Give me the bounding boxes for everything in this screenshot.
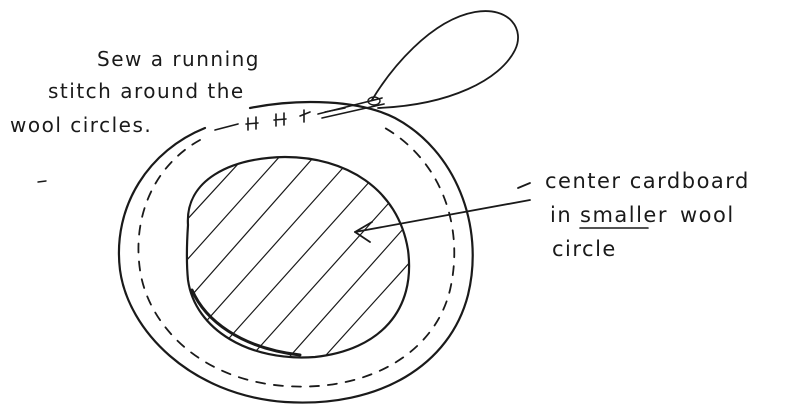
stitch-marks [215, 108, 345, 130]
stray-dash [38, 181, 46, 182]
cardboard-hatching [150, 140, 450, 405]
thread-loop [372, 11, 518, 108]
cardboard-circle [187, 157, 409, 358]
stitch-label-line-3: wool circles. [10, 113, 152, 137]
cardboard-label-line-1: center cardboard [545, 169, 750, 193]
needle-icon [318, 97, 384, 118]
cardboard-label-smaller: smaller [580, 203, 668, 227]
label-dash [518, 183, 530, 188]
cardboard-label-wool: wool [680, 203, 735, 227]
stitch-label-line-1: Sew a running [97, 47, 260, 71]
stitch-label-line-2: stitch around the [48, 79, 245, 103]
cardboard-label-circle: circle [552, 237, 617, 261]
cardboard-label-in: in [550, 203, 572, 227]
pointer-arrow [355, 200, 530, 242]
